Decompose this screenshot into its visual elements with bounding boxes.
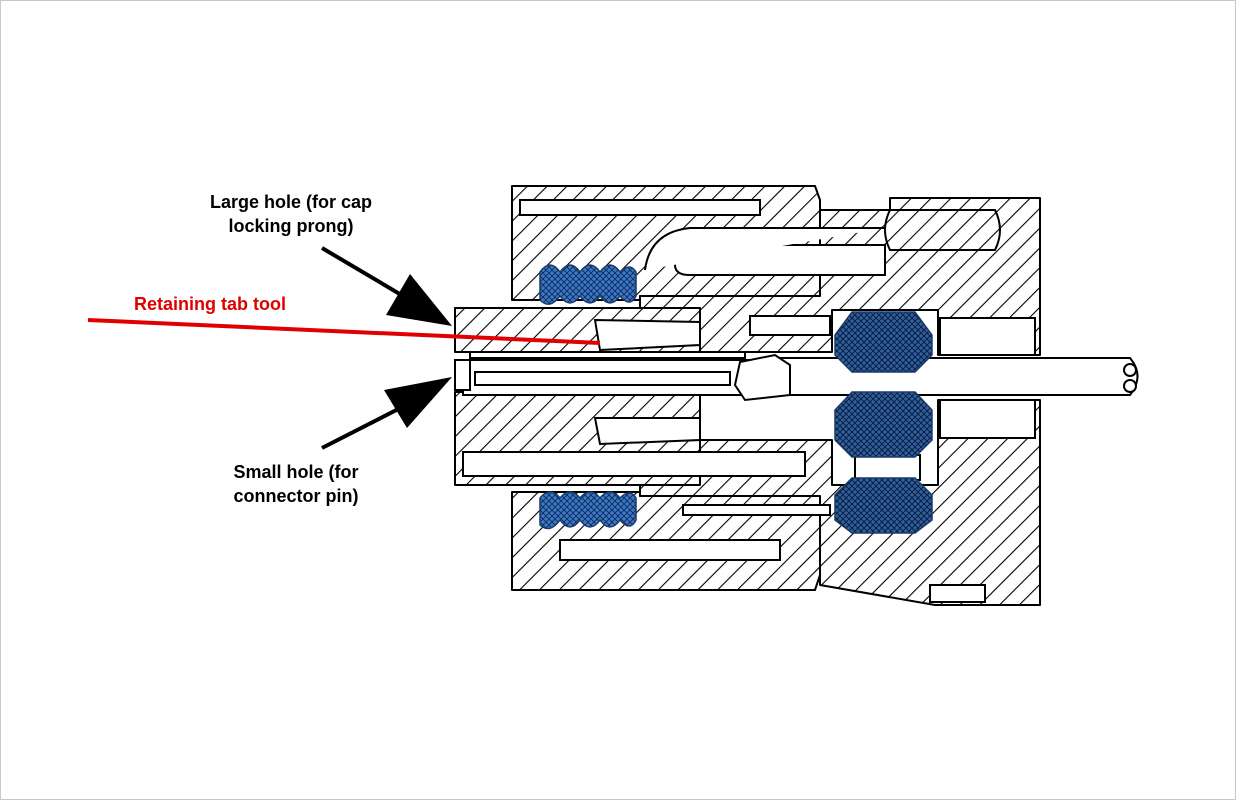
retaining-tab-tool-line	[87, 318, 601, 345]
contact-pin	[469, 351, 746, 359]
small-hole-label: Small hole (for connector pin)	[196, 460, 396, 508]
gasket-bottom	[834, 477, 933, 534]
small-hole-arrow	[321, 377, 452, 450]
large-hole-label: Large hole (for cap locking prong)	[186, 190, 396, 238]
gasket-top	[834, 311, 933, 373]
retaining-tab-label: Retaining tab tool	[110, 292, 310, 316]
retaining-tab-label-text: Retaining tab tool	[134, 294, 286, 314]
large-hole-label-line-1: Large hole (for cap	[209, 192, 373, 212]
large-hole-label-line-2: locking prong)	[228, 216, 354, 236]
seal-top	[539, 264, 637, 305]
blue-seals	[539, 264, 933, 534]
seal-bottom	[539, 491, 637, 530]
large-hole-arrow	[320, 246, 452, 326]
gasket-middle	[834, 391, 933, 458]
small-hole-label-line-1: Small hole (for	[233, 462, 359, 482]
cable	[779, 357, 1139, 396]
small-hole-label-line-2: connector pin)	[233, 486, 359, 506]
